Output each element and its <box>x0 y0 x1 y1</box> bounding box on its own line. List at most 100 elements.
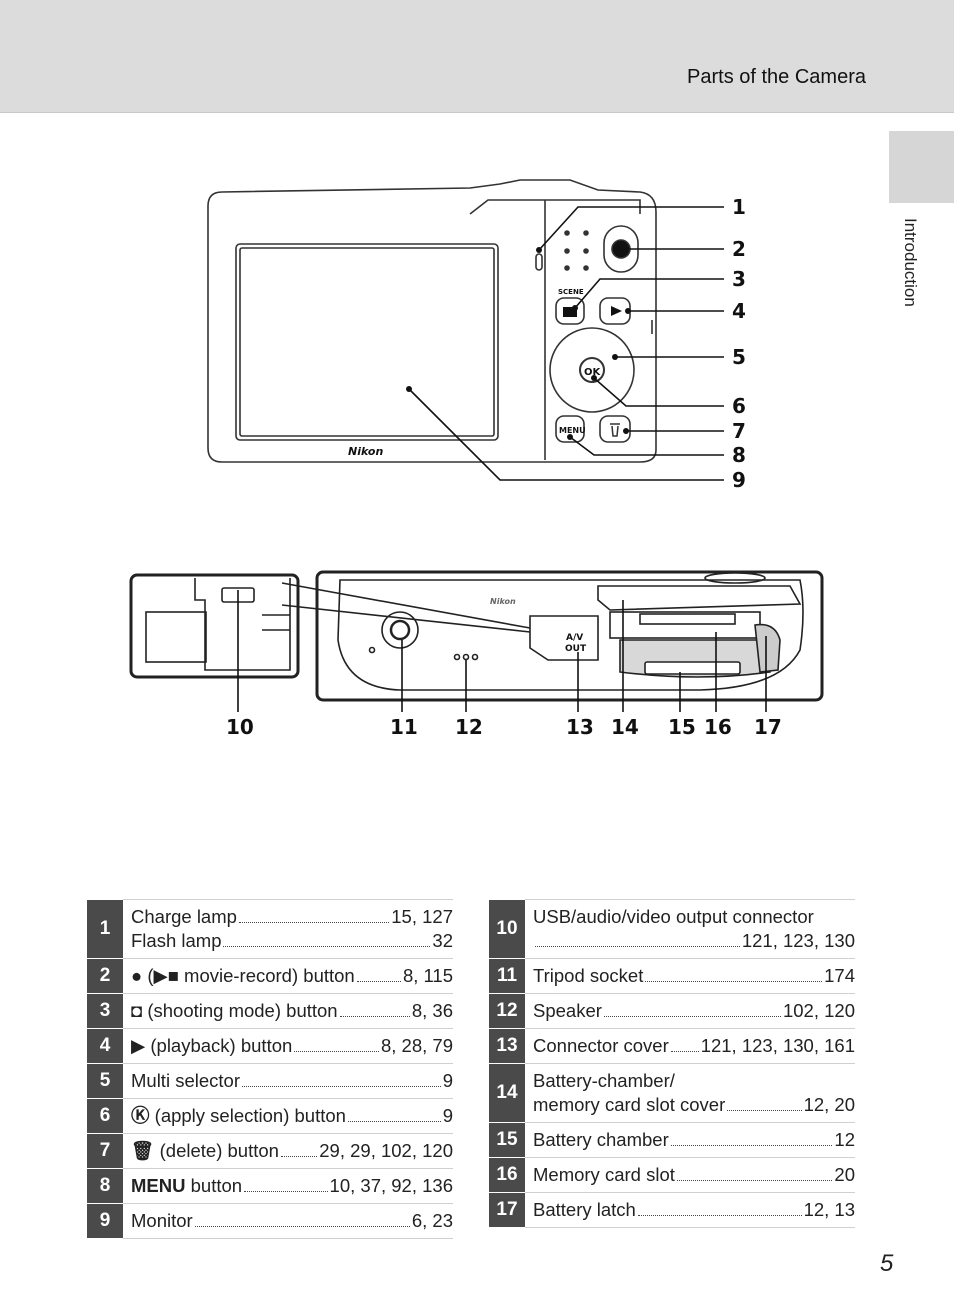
chapter-tab-label: Introduction <box>901 218 920 307</box>
item-description: Battery latch 12, 13 <box>525 1192 855 1228</box>
dot-leader <box>294 1051 379 1052</box>
page-refs: 12, 20 <box>803 1094 855 1115</box>
dot-leader <box>645 981 823 982</box>
page-refs: 9 <box>442 1105 453 1126</box>
item-line: 121, 123, 130 <box>533 929 855 953</box>
item-label-text: Speaker <box>533 1000 602 1021</box>
item-line: Connector cover 121, 123, 130, 161 <box>533 1034 855 1058</box>
item-number: 5 <box>87 1063 123 1099</box>
page-refs: 12, 13 <box>803 1199 855 1220</box>
item-label-text: Connector cover <box>533 1035 669 1056</box>
item-label: Memory card slot <box>533 1163 675 1187</box>
dot-leader <box>637 1215 802 1216</box>
callout-17: 17 <box>754 715 782 739</box>
item-line: Battery latch 12, 13 <box>533 1198 855 1222</box>
callout-8: 8 <box>732 443 746 467</box>
rear-brand-mark: Nikon <box>348 445 383 458</box>
dot-leader <box>241 1086 441 1087</box>
rear-callout-numbers: 1 2 3 4 5 6 7 8 9 <box>732 195 746 492</box>
button-glyph-icon: ◘ <box>131 1000 143 1021</box>
item-label: Flash lamp <box>131 929 221 953</box>
item-label: Battery latch <box>533 1198 636 1222</box>
callout-4: 4 <box>732 299 746 323</box>
page-refs: 8, 115 <box>402 965 453 986</box>
item-label: Connector cover <box>533 1034 669 1058</box>
item-label-text: Battery chamber <box>533 1129 669 1150</box>
page-refs: 121, 123, 130, 161 <box>700 1035 855 1056</box>
page-refs: 9 <box>442 1070 453 1091</box>
callout-9: 9 <box>732 468 746 492</box>
dot-leader <box>347 1121 441 1122</box>
item-number: 2 <box>87 958 123 994</box>
item-line: memory card slot cover 12, 20 <box>533 1093 855 1117</box>
item-label-text: (delete) button <box>154 1140 279 1161</box>
item-description: Multi selector 9 <box>123 1063 453 1099</box>
item-label: ● (▶■ movie-record) button <box>131 964 355 988</box>
page-refs: 29, 29, 102, 120 <box>319 1140 453 1161</box>
item-label: Multi selector <box>131 1069 240 1093</box>
dot-leader <box>280 1156 318 1157</box>
item-number: 13 <box>489 1028 525 1064</box>
bottom-leader-lines <box>237 590 767 712</box>
callout-15: 15 <box>668 715 696 739</box>
item-line: ● (▶■ movie-record) button 8, 115 <box>131 964 453 988</box>
item-number: 17 <box>489 1192 525 1228</box>
rear-leader-dots <box>406 246 631 440</box>
item-label: ▶ (playback) button <box>131 1034 292 1058</box>
item-label-text: Memory card slot <box>533 1164 675 1185</box>
rear-menu-label: MENU <box>559 426 586 435</box>
item-label-text: Monitor <box>131 1210 193 1231</box>
item-number: 14 <box>489 1063 525 1123</box>
header-band <box>0 0 954 113</box>
item-description: Connector cover 121, 123, 130, 161 <box>525 1028 855 1064</box>
camera-bottom-view <box>129 570 824 702</box>
callout-7: 7 <box>732 419 746 443</box>
item-number: 9 <box>87 1203 123 1239</box>
table-row: 5 Multi selector 9 <box>87 1063 453 1099</box>
dot-leader <box>244 1191 328 1192</box>
page-refs: 32 <box>432 930 453 951</box>
item-label-text: memory card slot cover <box>533 1094 726 1115</box>
item-label: ◘ (shooting mode) button <box>131 999 338 1023</box>
item-number: 3 <box>87 993 123 1029</box>
camera-rear-view <box>207 179 657 463</box>
button-glyph-icon: MENU <box>131 1175 186 1196</box>
item-number: 4 <box>87 1028 123 1064</box>
item-label-text: Charge lamp <box>131 906 237 927</box>
callout-11: 11 <box>390 715 418 739</box>
dot-leader <box>670 1145 833 1146</box>
callout-10: 10 <box>226 715 254 739</box>
av-label-b: OUT <box>565 644 587 654</box>
rear-ok-label: OK <box>584 367 602 378</box>
item-number: 7 <box>87 1133 123 1169</box>
item-number: 11 <box>489 958 525 994</box>
dot-leader <box>676 1180 833 1181</box>
callout-1: 1 <box>732 195 746 219</box>
dot-leader <box>356 981 401 982</box>
rear-leader-lines <box>408 206 724 481</box>
page-refs: 10, 37, 92, 136 <box>329 1175 453 1196</box>
callout-13: 13 <box>566 715 594 739</box>
dot-leader <box>670 1051 699 1052</box>
button-glyph-icon: Ⓚ <box>131 1105 150 1126</box>
